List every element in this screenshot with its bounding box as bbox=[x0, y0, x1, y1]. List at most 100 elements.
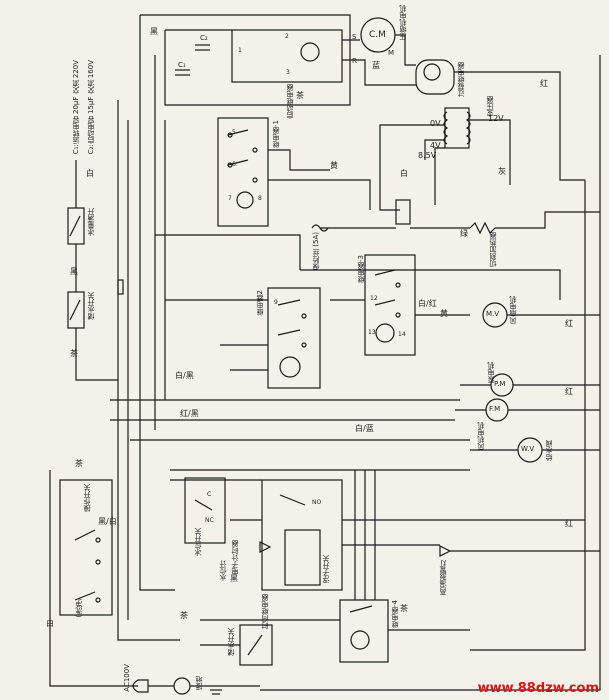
wire-left-top bbox=[139, 15, 175, 591]
terminal-12: 12 bbox=[370, 295, 378, 302]
terminal-3: 3 bbox=[286, 69, 290, 76]
label-blower-symbol: F.M bbox=[489, 405, 501, 413]
wire-color-black-2: 黑 bbox=[70, 267, 78, 276]
wire-color-white-red: 白/红 bbox=[418, 299, 437, 308]
wire-color-red-1: 红 bbox=[540, 79, 548, 88]
label-nc: NC bbox=[205, 517, 214, 524]
wire-color-black-3: 黑 bbox=[230, 574, 238, 583]
terminal-5: 5 bbox=[232, 129, 236, 136]
water-switch-box bbox=[239, 624, 273, 666]
ice-switch-blade bbox=[194, 499, 213, 511]
ice-switch-box bbox=[184, 477, 226, 544]
wire-top-bus bbox=[140, 14, 351, 55]
wire-right-2 bbox=[470, 180, 586, 651]
power-plug bbox=[132, 679, 149, 693]
relay4-box bbox=[339, 599, 389, 663]
label-water-valve: 给水阀 bbox=[545, 440, 553, 461]
wire-color-green-1: 绿 bbox=[460, 229, 468, 238]
relay1-coil bbox=[236, 191, 254, 209]
storage-switch-blade bbox=[69, 299, 81, 321]
label-startup-relay: 启动继电器 bbox=[286, 84, 294, 119]
label-ice-switch: 冰位开关 bbox=[194, 528, 202, 556]
label-water-switch-left: 储水开关 bbox=[87, 292, 95, 320]
wire-color-brown-3: 茶 bbox=[75, 459, 83, 468]
label-fuse: 保险丝 (5A) bbox=[312, 232, 320, 270]
wire-color-white-3: 白 bbox=[46, 619, 54, 628]
startup-relay-coil bbox=[300, 42, 320, 62]
note-c1: C₁:运转电容 20μF 交流 220V bbox=[72, 60, 80, 155]
heater-element bbox=[469, 221, 496, 235]
startup-relay-box bbox=[231, 29, 343, 83]
transformer-secondary bbox=[465, 111, 471, 145]
wire-color-white-black: 白/黑 bbox=[175, 371, 194, 380]
water-switch-blade bbox=[247, 634, 263, 656]
wire-relay1-b bbox=[268, 179, 371, 210]
wire-color-gray-1: 灰 bbox=[498, 167, 506, 176]
relay2-contact-2 bbox=[277, 329, 301, 336]
ice-level-switch-box bbox=[67, 207, 85, 245]
label-c2: C₂ bbox=[200, 34, 208, 42]
label-water-switch: 储水开关 bbox=[227, 628, 235, 656]
relay3-contact bbox=[374, 269, 396, 276]
wire-cm-c bbox=[395, 34, 416, 66]
terminal-14: 14 bbox=[398, 331, 406, 338]
relay3-box bbox=[364, 254, 416, 356]
wire-color-brown-5: 茶 bbox=[400, 604, 408, 613]
label-s: S bbox=[352, 33, 357, 41]
terminal-2: 2 bbox=[285, 33, 289, 40]
wire-color-brown-1: 茶 bbox=[70, 349, 78, 358]
wire-mid-horiz bbox=[155, 234, 301, 270]
wire-cap-2 bbox=[164, 30, 351, 106]
label-cm: C.M bbox=[369, 30, 386, 40]
wire-color-brown-4: 茶 bbox=[180, 611, 188, 620]
relay1-box bbox=[217, 117, 269, 227]
op-switch-blade-1 bbox=[74, 529, 96, 541]
relay3-contact-2 bbox=[374, 299, 396, 306]
label-c: C bbox=[207, 491, 212, 498]
timer-block bbox=[284, 529, 321, 586]
wire-left-switch-3 bbox=[75, 328, 118, 381]
timer-contact bbox=[279, 494, 306, 506]
label-ice-level-switch: 冰量满开 bbox=[87, 208, 95, 236]
overload-relay-box bbox=[415, 59, 455, 95]
fuse-box bbox=[395, 199, 411, 225]
terminal-7: 7 bbox=[228, 195, 232, 202]
label-c1: C₁ bbox=[178, 61, 186, 69]
label-ground: 接地 bbox=[195, 676, 203, 690]
label-m: M bbox=[388, 49, 395, 57]
wire-color-white-blue: 白/蓝 bbox=[355, 424, 374, 433]
wire-color-red-black: 红/黑 bbox=[180, 409, 199, 418]
relay4-contact bbox=[349, 605, 373, 613]
wire-ol-out bbox=[454, 71, 585, 181]
wire-color-yellow-red: 黄 bbox=[440, 309, 448, 318]
label-float-switch: 浮子开关 bbox=[322, 555, 330, 583]
wire-tr-0v bbox=[379, 124, 445, 211]
fuse-element bbox=[311, 224, 329, 232]
relay1-contact-1 bbox=[227, 129, 249, 136]
storage-switch-box bbox=[67, 291, 85, 329]
wire-tr-4v bbox=[424, 139, 445, 160]
label-relay1: 继电器-1 bbox=[272, 120, 280, 148]
operation-switch-box bbox=[59, 479, 113, 616]
overload-relay-disc bbox=[423, 63, 441, 81]
label-fan-motor: 风扇电机 bbox=[509, 296, 517, 324]
wire-color-red-2: 红 bbox=[565, 319, 573, 328]
wire-color-blue-1: 蓝 bbox=[372, 61, 380, 70]
wire-color-white-2: 白 bbox=[400, 169, 408, 178]
label-timer-relay: 时间继电器 bbox=[261, 594, 269, 629]
wire-color-brown-2: 茶 bbox=[296, 91, 304, 100]
label-compressor: 压缩机电机 bbox=[399, 5, 407, 40]
terminal-6: 6 bbox=[232, 161, 236, 168]
terminal-13: 13 bbox=[368, 329, 376, 336]
op-switch-blade-2 bbox=[74, 591, 96, 601]
relay1-contact-2 bbox=[227, 159, 249, 166]
diode-2 bbox=[439, 545, 452, 557]
relay2-coil bbox=[279, 356, 301, 378]
wire-cm-r bbox=[342, 59, 416, 86]
wire-tr-85v bbox=[434, 147, 445, 205]
label-tr-4v: 4V bbox=[430, 141, 441, 150]
label-tr-85v: 8.5V bbox=[418, 151, 437, 160]
label-r: R bbox=[352, 57, 357, 65]
transformer-core bbox=[444, 107, 470, 149]
